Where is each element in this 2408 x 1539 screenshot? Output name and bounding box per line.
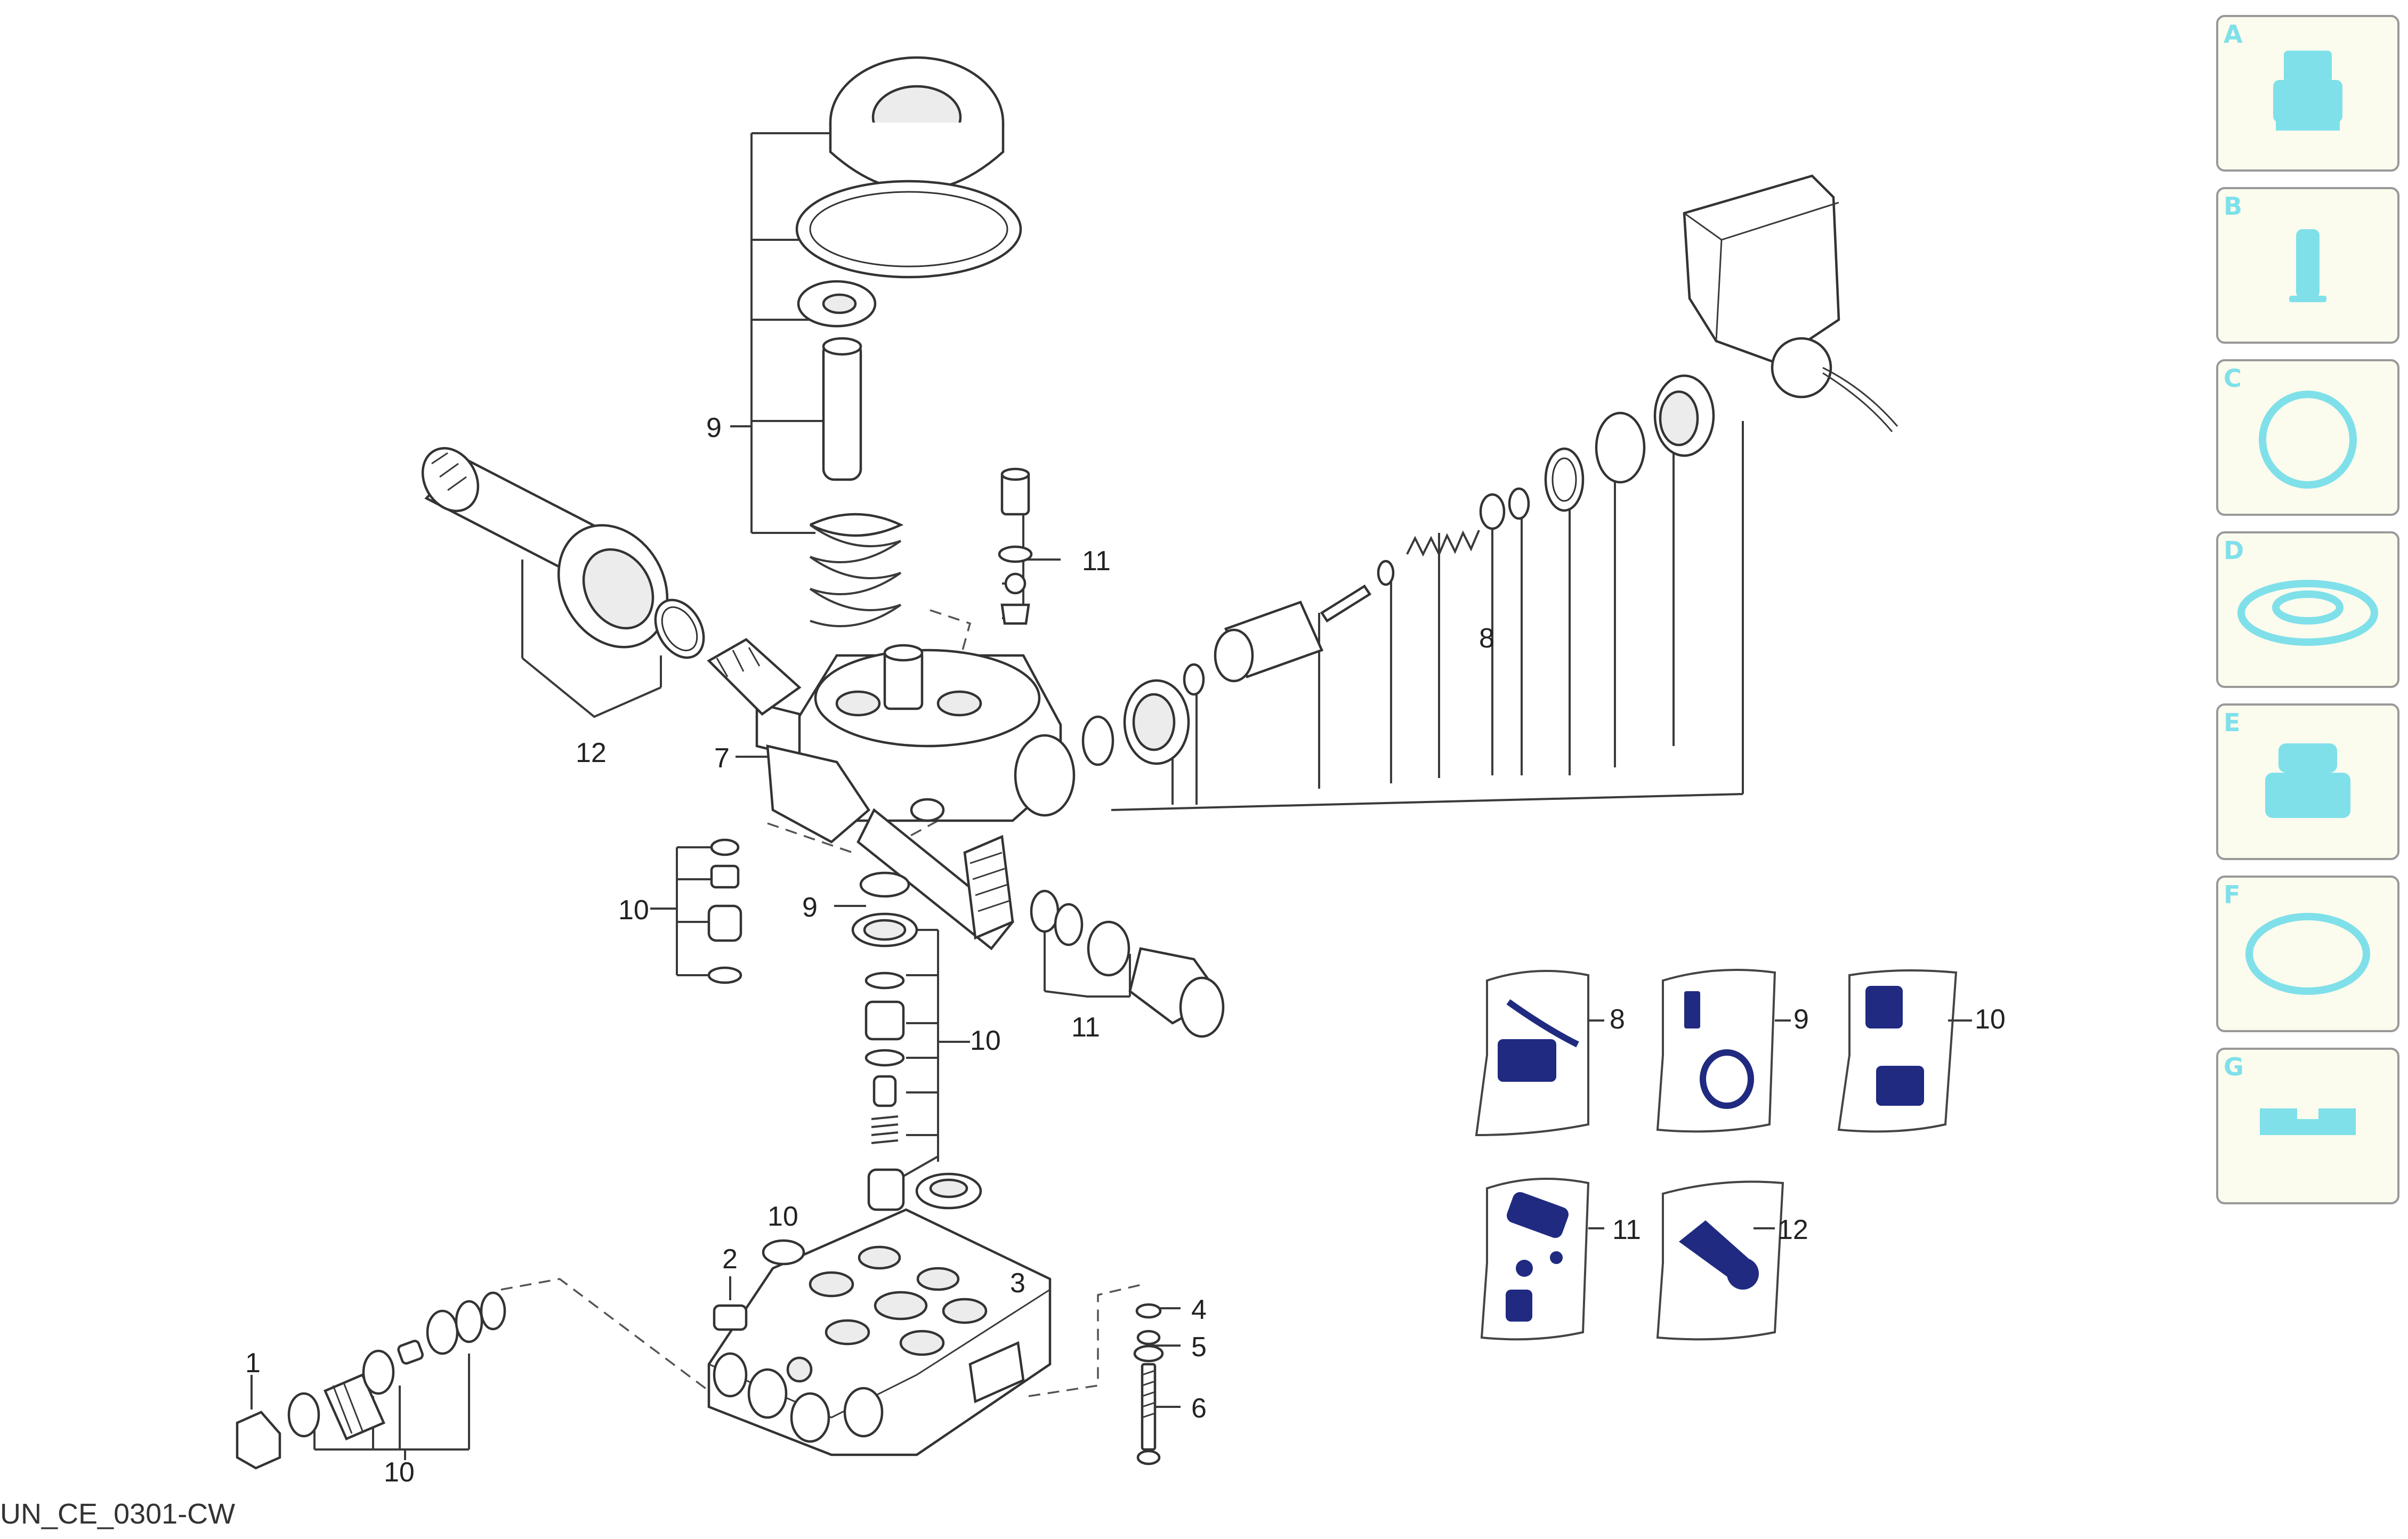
seal-disc-icon	[2237, 580, 2378, 646]
kit-bag-10[interactable]: 10	[1837, 969, 2006, 1133]
kit-sidebar: A B C D	[2216, 15, 2399, 1204]
manifold-body	[707, 638, 1076, 951]
callout-4: 4	[1191, 1294, 1207, 1325]
plunger	[822, 337, 862, 481]
kit-card-g[interactable]: G	[2216, 1048, 2399, 1204]
callout-10-middle: 10	[970, 1025, 1001, 1056]
callout-11-middle: 11	[1071, 1012, 1100, 1043]
kit-card-d-letter: D	[2224, 536, 2244, 565]
callout-2: 2	[722, 1244, 738, 1275]
kit-card-d[interactable]: D	[2216, 531, 2399, 688]
kit-bag-10-label: 10	[1975, 1004, 2006, 1035]
kit-card-e[interactable]: E	[2216, 703, 2399, 860]
kit-bags: 8 9 10 11	[1475, 969, 2006, 1341]
callout-labels: 9 11 8 12 7 10 9 10 11 10 3 2 4 5 6 1 10	[245, 412, 1494, 1488]
callout-3: 3	[1010, 1268, 1025, 1299]
kit-card-a[interactable]: A	[2216, 15, 2399, 172]
kit-card-g-letter: G	[2224, 1052, 2244, 1081]
bolt-assembly	[1133, 1303, 1164, 1465]
valve-stack-left	[707, 838, 742, 984]
slotted-block-icon	[2260, 1108, 2356, 1135]
callout-6: 6	[1191, 1393, 1207, 1424]
kit-bag-12-label: 12	[1777, 1214, 1808, 1245]
kit-card-f-letter: F	[2224, 880, 2240, 909]
kit-bag-12[interactable]: 12	[1656, 1180, 1808, 1341]
callout-10-left: 10	[618, 895, 649, 926]
callout-9-top: 9	[706, 412, 722, 443]
callout-9-middle: 9	[802, 892, 818, 923]
nozzle-cap-icon	[2273, 51, 2342, 131]
kit-card-a-letter: A	[2224, 20, 2243, 48]
piston-sleeve-icon	[2265, 743, 2350, 818]
valve-stack-middle	[851, 871, 982, 1211]
callout-8: 8	[1479, 623, 1494, 654]
unloader-assembly	[1081, 174, 1898, 766]
valve-pin-icon	[2289, 229, 2326, 302]
check-valve-top	[998, 467, 1033, 625]
o-ring-icon	[2245, 913, 2370, 995]
kit-bag-11-label: 11	[1612, 1214, 1641, 1245]
kit-bag-8[interactable]: 8	[1475, 970, 1625, 1137]
diagram-code: UN_CE_0301-CW	[0, 1498, 236, 1530]
callout-11-top: 11	[1082, 546, 1111, 577]
callout-10-head: 10	[767, 1201, 798, 1232]
callout-5: 5	[1191, 1332, 1207, 1363]
spring	[809, 513, 904, 627]
pump-head	[707, 1208, 1052, 1456]
kit-card-b[interactable]: B	[2216, 187, 2399, 344]
bypass-assembly	[236, 1291, 506, 1470]
callout-7: 7	[714, 743, 730, 774]
kit-bag-11[interactable]: 11	[1480, 1178, 1641, 1341]
kit-bag-9[interactable]: 9	[1656, 969, 1809, 1133]
gasket-ring-icon	[2259, 391, 2357, 489]
callout-10-bottom: 10	[384, 1457, 415, 1488]
bearing-assembly	[795, 56, 1022, 328]
callout-1: 1	[245, 1348, 261, 1379]
kit-card-c[interactable]: C	[2216, 359, 2399, 516]
kit-bag-9-label: 9	[1793, 1004, 1809, 1035]
kit-card-c-letter: C	[2224, 364, 2242, 393]
callout-12: 12	[576, 738, 607, 768]
kit-bag-8-label: 8	[1610, 1004, 1625, 1035]
kit-card-b-letter: B	[2224, 192, 2242, 221]
kit-card-f[interactable]: F	[2216, 876, 2399, 1032]
kit-card-e-letter: E	[2224, 708, 2240, 737]
inlet-connector	[421, 447, 705, 659]
outlet-check-valve	[1030, 889, 1225, 1038]
